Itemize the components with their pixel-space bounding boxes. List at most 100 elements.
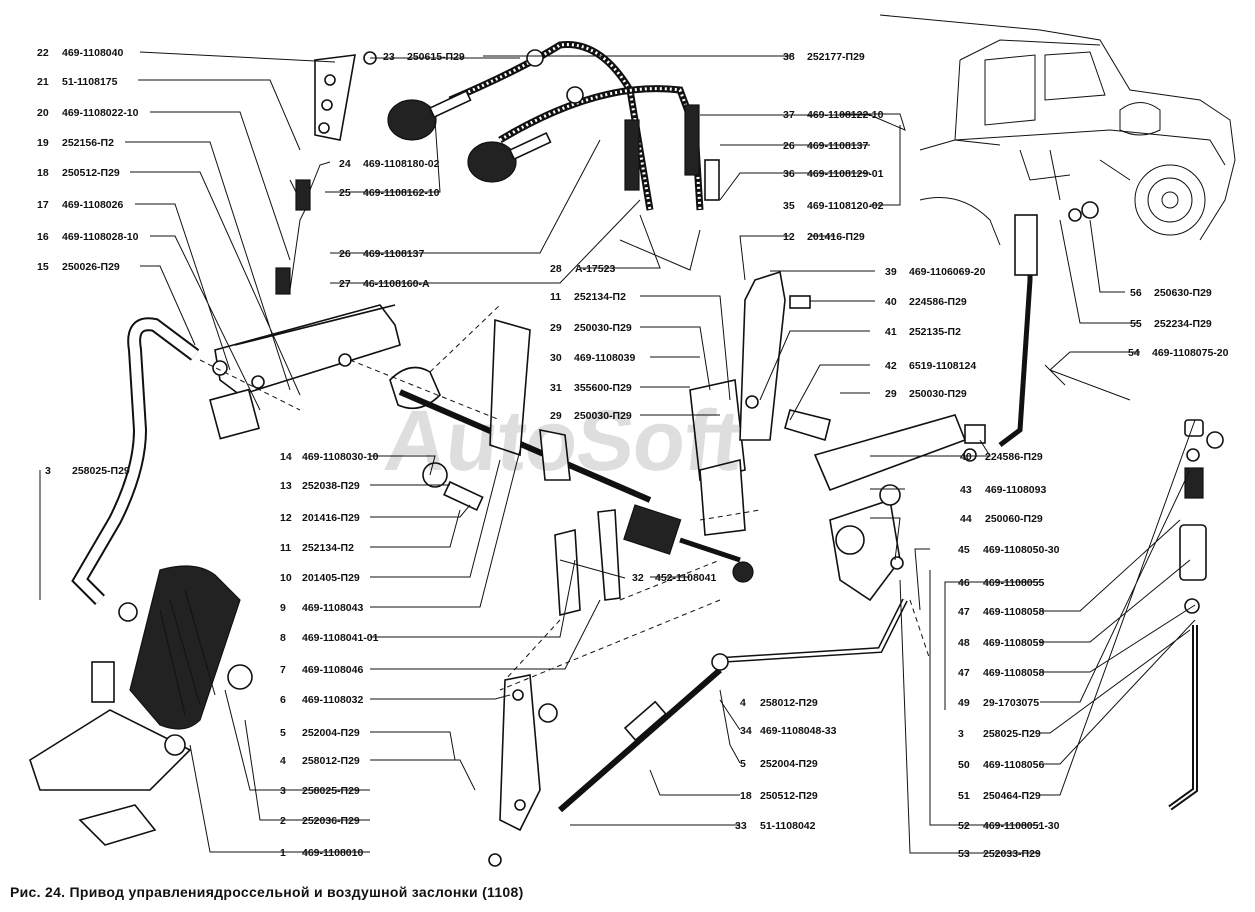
callout-code: 469-1108028-10 xyxy=(62,231,139,243)
callout-num: 19 xyxy=(37,137,49,149)
callout-code: 469-1108162-10 xyxy=(363,187,440,199)
vehicle-outline xyxy=(879,14,1236,246)
callout-code: 469-1108022-10 xyxy=(62,107,139,119)
callout-num: 40 xyxy=(885,296,897,308)
callout-num: 12 xyxy=(280,512,292,524)
callout-code: 252036-П29 xyxy=(302,815,360,827)
choke-lever-assembly xyxy=(719,201,1099,663)
callout-code: 258012-П29 xyxy=(302,755,360,767)
callout-num: 16 xyxy=(37,231,49,243)
callout-code: 250026-П29 xyxy=(62,261,120,273)
right-column-parts xyxy=(1168,419,1224,811)
callout-num: 48 xyxy=(958,637,970,649)
callout-num: 29 xyxy=(550,322,562,334)
callout-num: 11 xyxy=(280,542,291,554)
callout-code: 469-1108032 xyxy=(302,694,363,706)
callout-code: 258025-П29 xyxy=(983,728,1041,740)
throttle-shaft xyxy=(389,270,831,617)
callout-code: 469-1108050-30 xyxy=(983,544,1060,556)
callout-code: 469-1108180-02 xyxy=(363,158,440,170)
callout-labels: 22 469-1108040 21 51-1108175 20 469-1108… xyxy=(37,47,1229,860)
callout-code: 250030-П29 xyxy=(574,410,632,422)
callout-code: 469-1108129-01 xyxy=(807,168,884,180)
callout-code: А-17523 xyxy=(575,263,615,275)
callout-code: 250030-П29 xyxy=(574,322,632,334)
callout-num: 24 xyxy=(339,158,351,170)
callout-num: 45 xyxy=(958,544,970,556)
callout-code: 252177-П29 xyxy=(807,51,865,63)
callout-num: 18 xyxy=(740,790,752,802)
callout-code: 201416-П29 xyxy=(302,512,360,524)
callout-num: 3 xyxy=(958,728,964,740)
callout-code: 469-1108051-30 xyxy=(983,820,1060,832)
callout-code: 469-1108137 xyxy=(363,248,424,260)
callout-code: 252004-П29 xyxy=(302,727,360,739)
callout-num: 43 xyxy=(960,484,972,496)
callout-code: 224586-П29 xyxy=(985,451,1043,463)
callout-num: 30 xyxy=(550,352,562,364)
callout-num: 5 xyxy=(280,727,286,739)
knob-icon xyxy=(387,99,437,141)
callout-code: 224586-П29 xyxy=(909,296,967,308)
callout-code: 258025-П29 xyxy=(72,465,130,477)
callout-num: 40 xyxy=(960,451,972,463)
callout-code: 201405-П29 xyxy=(302,572,360,584)
watermark: AutoSoft xyxy=(380,393,746,489)
callout-code: 469-1108048-33 xyxy=(760,725,837,737)
callout-num: 26 xyxy=(339,248,351,260)
callout-code: 252134-П2 xyxy=(302,542,354,554)
callout-num: 15 xyxy=(37,261,49,273)
callout-num: 4 xyxy=(280,755,286,767)
callout-num: 33 xyxy=(735,820,747,832)
callout-num: 17 xyxy=(37,199,49,211)
callout-code: 252156-П2 xyxy=(62,137,114,149)
callout-num: 12 xyxy=(783,231,795,243)
callout-num: 32 xyxy=(632,572,644,584)
callout-code: 258025-П29 xyxy=(302,785,360,797)
callout-code: 452-1108041 xyxy=(655,572,716,584)
callout-num: 26 xyxy=(783,140,795,152)
callout-num: 34 xyxy=(740,725,752,737)
callout-num: 31 xyxy=(550,382,562,394)
callout-code: 469-1108058 xyxy=(983,667,1044,679)
callout-num: 46 xyxy=(958,577,970,589)
callout-code: 250030-П29 xyxy=(909,388,967,400)
callout-code: 469-1108059 xyxy=(983,637,1044,649)
callout-code: 469-1108122-10 xyxy=(807,109,884,121)
callout-num: 42 xyxy=(885,360,897,372)
callout-code: 250512-П29 xyxy=(62,167,120,179)
link-and-rod xyxy=(488,653,729,867)
callout-code: 51-1108042 xyxy=(760,820,816,832)
callout-code: 469-1108120-02 xyxy=(807,200,884,212)
callout-num: 37 xyxy=(783,109,795,121)
callout-code: 469-1108043 xyxy=(302,602,363,614)
callout-code: 469-1108075-20 xyxy=(1152,347,1229,359)
callout-num: 44 xyxy=(960,513,972,525)
callout-num: 14 xyxy=(280,451,292,463)
callout-num: 39 xyxy=(885,266,897,278)
callout-code: 469-1108010 xyxy=(302,847,363,859)
callout-num: 54 xyxy=(1128,347,1140,359)
callout-num: 6 xyxy=(280,694,286,706)
callout-num: 3 xyxy=(280,785,286,797)
callout-code: 469-1108026 xyxy=(62,199,123,211)
callout-num: 5 xyxy=(740,758,746,770)
callout-code: 469-1108030-10 xyxy=(302,451,379,463)
callout-num: 25 xyxy=(339,187,351,199)
callout-code: 469-1108058 xyxy=(983,606,1044,618)
pedal-bracket xyxy=(212,54,401,396)
callout-num: 38 xyxy=(783,51,795,63)
callout-num: 23 xyxy=(383,51,395,63)
callout-num: 56 xyxy=(1130,287,1142,299)
callout-code: 469-1108093 xyxy=(985,484,1046,496)
callout-code: 250630-П29 xyxy=(1154,287,1212,299)
callout-num: 35 xyxy=(783,200,795,212)
callout-num: 27 xyxy=(339,278,351,290)
callout-num: 49 xyxy=(958,697,970,709)
pedal-rod xyxy=(71,317,260,622)
choke-cable-assembly xyxy=(363,41,720,211)
callout-code: 250512-П29 xyxy=(760,790,818,802)
callout-num: 36 xyxy=(783,168,795,180)
callout-code: 469-1108137 xyxy=(807,140,868,152)
callout-code: 469-1108046 xyxy=(302,664,363,676)
